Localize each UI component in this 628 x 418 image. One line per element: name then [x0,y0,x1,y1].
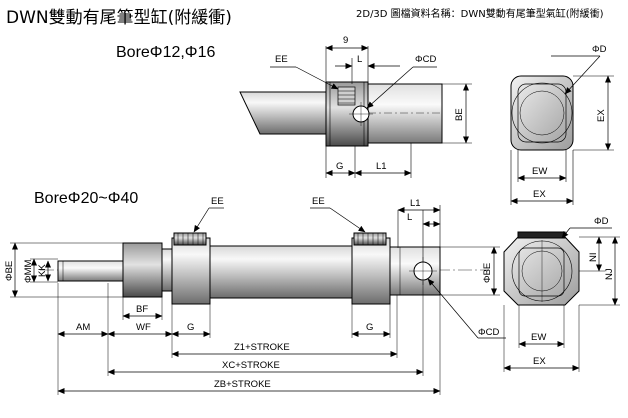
large-dim-ee-left: EE [211,196,224,207]
small-dim-ee: EE [275,54,288,65]
small-end-dim-ex: EX [533,189,546,200]
small-end-dim-ew: EW [532,166,547,177]
large-dim-xc: XC+STROKE [222,360,280,371]
small-dim-l: L [357,54,362,65]
large-dim-g-right: G [366,322,373,333]
large-dim-z1: Z1+STROKE [234,342,290,353]
large-end-dim-ew: EW [531,332,546,343]
large-front-head [171,237,211,305]
small-dim-9: 9 [343,35,348,46]
large-dim-ee-right: EE [312,196,325,207]
large-dim-be-left: ΦBE [4,261,15,281]
large-dim-zb: ZB+STROKE [214,379,271,390]
small-dim-l1: L1 [376,161,387,172]
large-dim-am: AM [76,322,90,333]
large-end-dim-nj: NJ [604,268,615,280]
small-dim-g: G [336,161,343,172]
large-dim-bf: BF [136,304,148,315]
large-rod-cover [122,242,163,298]
small-dim-be: BE [454,108,465,121]
large-dim-l: L [407,212,412,223]
large-end-view [503,231,580,306]
large-dim-l1: L1 [410,198,421,209]
drawing-title: DWN雙動有尾筆型缸(附緩衝) [6,8,232,28]
large-bore-title: BoreΦ20~Φ40 [34,190,138,207]
small-end-dim-ex-side: EX [596,109,607,122]
small-rear-clevis [367,83,443,144]
large-dim-g-left: G [187,322,194,333]
small-bore-title: BoreΦ12,Φ16 [116,44,215,61]
small-cylinder-barrel [239,91,328,135]
large-end-dim-ex: EX [533,356,546,367]
small-end-dim-d: ΦD [592,44,607,55]
small-bore-section: BoreΦ12,Φ16 9 L EE ΦCD BE G L1 [116,35,614,205]
large-cylinder-barrel [209,245,353,299]
small-end-view [510,75,574,151]
small-dim-cd: ΦCD [415,54,436,65]
large-dim-wf: WF [136,322,151,333]
large-bore-section: BoreΦ20~Φ40 EE EE L1 L ΦBE Φ [4,190,620,395]
large-end-dim-ni: NI [588,253,599,263]
large-dim-mm: ΦMM [23,260,34,283]
file-name-label: 2D/3D 圖檔資料名稱：DWN雙動有尾筆型氣缸(附緩衝) [356,9,604,20]
large-dim-cd: ΦCD [478,327,499,338]
large-dim-kk: KK [37,264,48,277]
large-dim-be-right: ΦBE [482,263,493,283]
large-end-dim-d: ΦD [594,216,609,227]
large-rear-head [351,237,391,305]
large-piston-rod [57,260,125,282]
